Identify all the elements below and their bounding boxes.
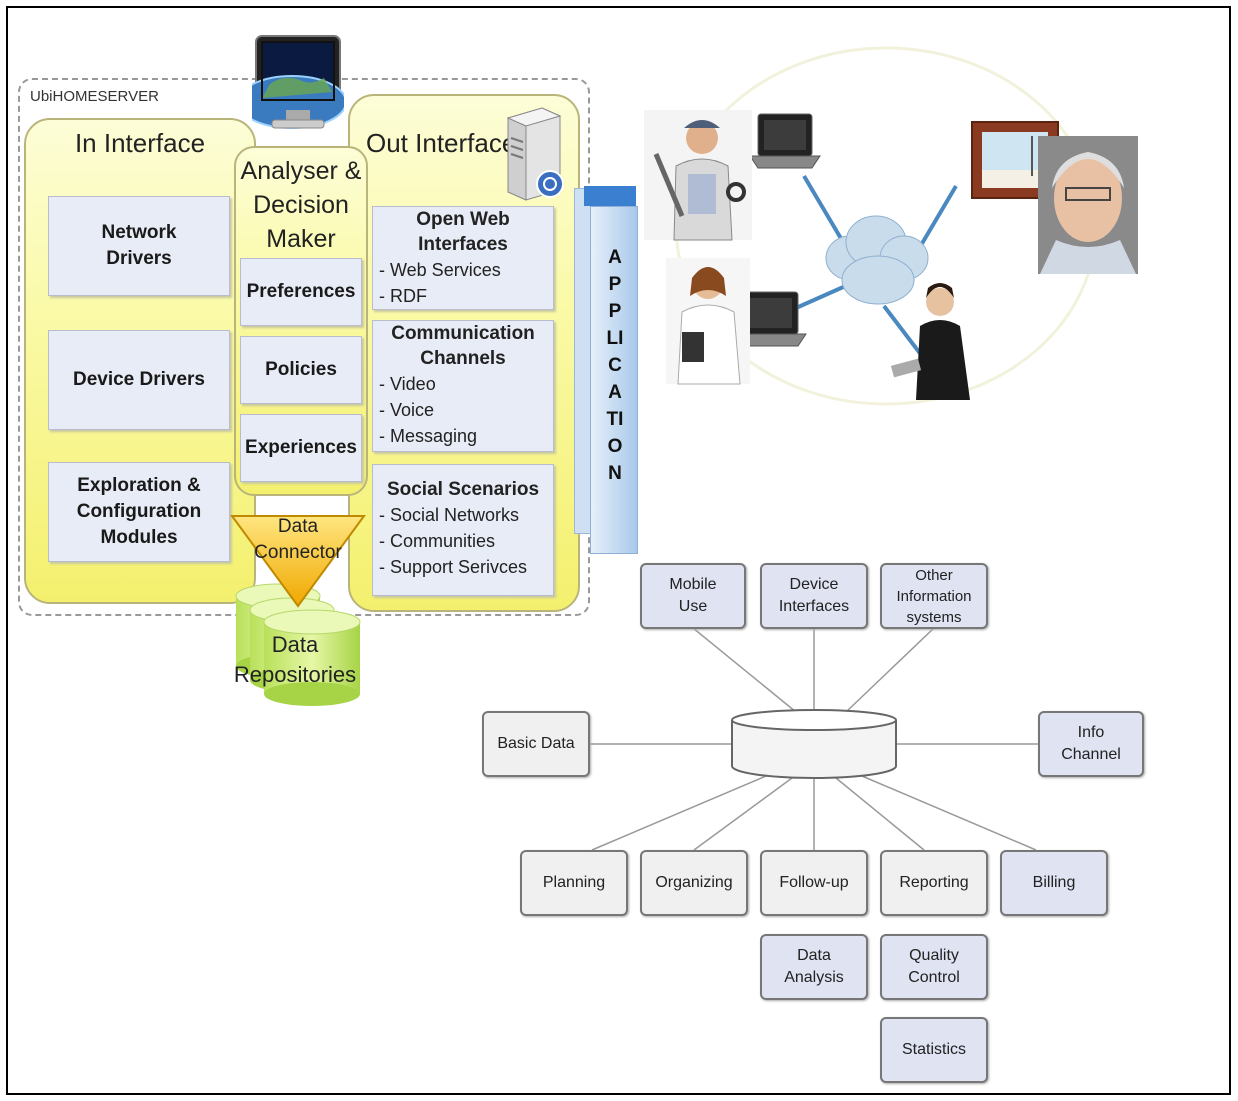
- video-item: - Video: [379, 374, 436, 394]
- rdf-item: - RDF: [379, 286, 427, 306]
- social-networks-item: - Social Networks: [379, 505, 520, 525]
- doctor-photo: [666, 258, 750, 385]
- node-quality-control-label: Quality Control: [908, 947, 960, 986]
- monitor-icon: [252, 35, 344, 129]
- node-basic-data: Basic Data: [482, 711, 590, 777]
- node-reporting-label: Reporting: [899, 874, 969, 891]
- application-bar: [590, 206, 638, 554]
- open-web-interfaces-title: Open Web Interfaces: [416, 209, 510, 255]
- experiences-label: Experiences: [245, 437, 357, 458]
- laptop-icon-middle: [735, 291, 807, 347]
- node-mobile-use: Mobile Use: [640, 563, 746, 629]
- policies-label: Policies: [265, 359, 337, 380]
- central-database-icon: [731, 709, 897, 779]
- caregiver-photo: [890, 283, 970, 400]
- open-web-interfaces-box: Open Web Interfaces - Web Services - RDF: [372, 206, 554, 310]
- node-statistics: Statistics: [880, 1017, 988, 1083]
- node-device-interfaces: Device Interfaces: [760, 563, 868, 629]
- node-device-interfaces-label: Device Interfaces: [778, 576, 850, 615]
- web-services-item: - Web Services: [379, 260, 501, 280]
- node-statistics-label: Statistics: [901, 1041, 966, 1058]
- voice-item: - Voice: [379, 400, 435, 420]
- elderly-woman-photo: [1038, 136, 1138, 274]
- experiences-box: Experiences: [240, 414, 362, 482]
- social-scenarios-box: Social Scenarios - Social Networks - Com…: [372, 464, 554, 596]
- node-basic-data-label: Basic Data: [497, 735, 575, 752]
- in-interface-title: In Interface: [74, 128, 206, 158]
- data-connector-label: Data Connector: [254, 516, 342, 563]
- server-icon: [506, 107, 564, 201]
- laptop-icon-top: [749, 113, 821, 169]
- out-interface-title: Out Interface: [366, 128, 517, 158]
- exploration-modules-label: Exploration & Configuration Modules: [76, 475, 202, 548]
- node-data-analysis: Data Analysis: [760, 934, 868, 1000]
- policies-box: Policies: [240, 336, 362, 404]
- analyser-title: Analyser & Decision Maker: [240, 157, 362, 253]
- data-repositories-label: Data Repositories: [233, 632, 357, 687]
- node-billing-label: Billing: [1032, 874, 1076, 891]
- node-follow-up-label: Follow-up: [779, 874, 849, 891]
- server-label: UbiHOMESERVER: [30, 88, 159, 105]
- technician-photo: [644, 110, 752, 241]
- data-connector-icon: [230, 515, 366, 608]
- communities-item: - Communities: [379, 531, 496, 551]
- support-services-item: - Support Serivces: [379, 557, 528, 577]
- node-quality-control: Quality Control: [880, 934, 988, 1000]
- node-organizing: Organizing: [640, 850, 748, 916]
- communication-channels-box: Communication Channels - Video - Voice -…: [372, 320, 554, 452]
- network-drivers-box: Network Drivers: [48, 196, 230, 296]
- node-billing: Billing: [1000, 850, 1108, 916]
- node-organizing-label: Organizing: [655, 874, 733, 891]
- device-drivers-label: Device Drivers: [72, 369, 206, 390]
- figure-frame: [6, 6, 1231, 1095]
- social-scenarios-title: Social Scenarios: [386, 479, 540, 500]
- cloud-icon: [825, 215, 929, 305]
- exploration-modules-box: Exploration & Configuration Modules: [48, 462, 230, 562]
- application-bar-shadow: [584, 186, 636, 206]
- node-info-channel-label: Info Channel: [1061, 724, 1121, 763]
- node-planning-label: Planning: [542, 874, 606, 891]
- care-network-illustration: [644, 46, 1138, 406]
- device-drivers-box: Device Drivers: [48, 330, 230, 430]
- node-reporting: Reporting: [880, 850, 988, 916]
- messaging-item: - Messaging: [379, 426, 478, 446]
- node-other-information-systems: Other Information systems: [880, 563, 988, 629]
- communication-channels-title: Communication Channels: [391, 323, 535, 369]
- node-data-analysis-label: Data Analysis: [784, 947, 844, 986]
- network-drivers-label: Network Drivers: [101, 222, 177, 269]
- application-label: APPLICATION: [606, 247, 624, 484]
- node-follow-up: Follow-up: [760, 850, 868, 916]
- node-info-channel: Info Channel: [1038, 711, 1144, 777]
- node-other-information-systems-label: Other Information systems: [896, 566, 972, 626]
- node-planning: Planning: [520, 850, 628, 916]
- preferences-label: Preferences: [246, 281, 356, 302]
- preferences-box: Preferences: [240, 258, 362, 326]
- node-mobile-use-label: Mobile Use: [669, 576, 717, 615]
